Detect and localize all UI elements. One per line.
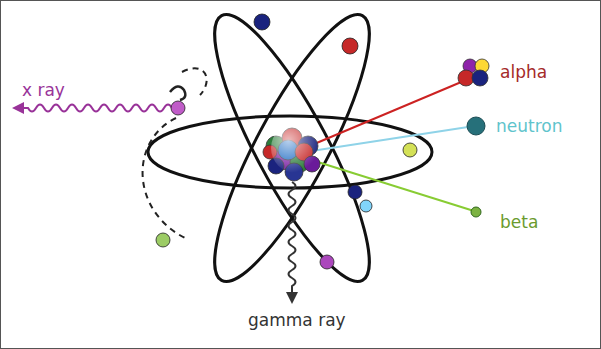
ray-label: gamma ray [248, 310, 346, 330]
beta-ray [305, 158, 474, 211]
orbit [190, 0, 394, 297]
neutron-particle [467, 117, 485, 135]
electrons [156, 14, 417, 269]
ray-label: alpha [500, 62, 547, 82]
arrowhead [12, 102, 24, 114]
alpha-particle [458, 59, 489, 86]
arrowhead [286, 292, 298, 304]
orbit [148, 116, 432, 188]
orbit [190, 0, 394, 297]
beta-particle [471, 207, 481, 217]
ray-label: x ray [22, 80, 65, 100]
orbits [148, 0, 432, 297]
x-ray-wave [22, 105, 172, 112]
neutron-ray [305, 127, 468, 152]
ray-label: neutron [496, 116, 562, 136]
transition-arc [143, 118, 185, 238]
nucleus [263, 123, 321, 181]
jump-curl [170, 86, 185, 100]
gamma-ray-wave [289, 182, 296, 292]
ray-label: beta [500, 212, 538, 232]
